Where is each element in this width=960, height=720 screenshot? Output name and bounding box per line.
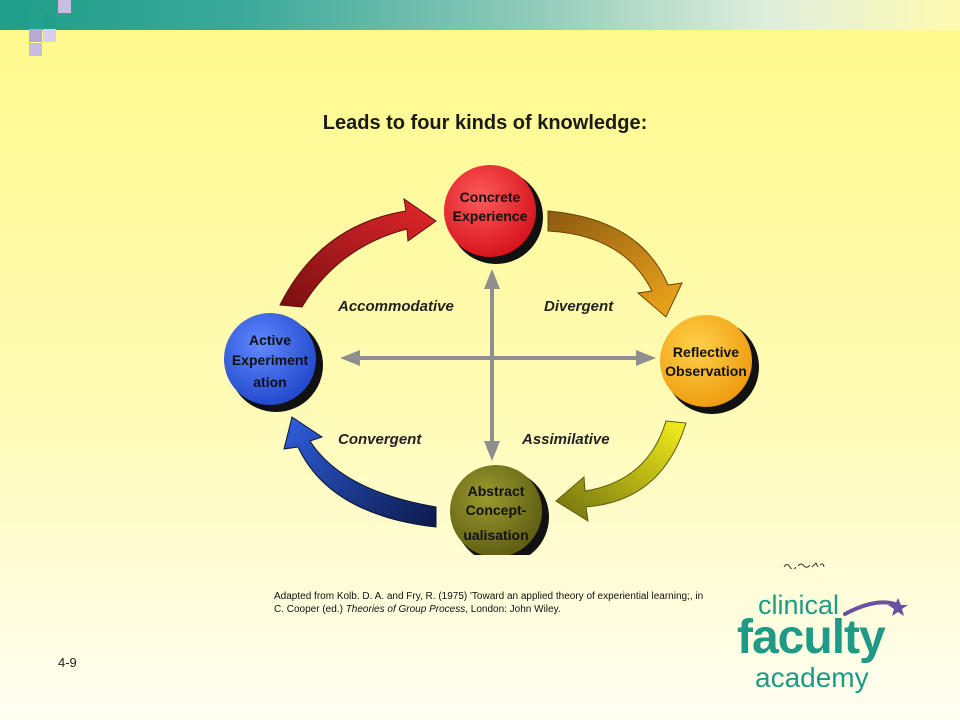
label-convergent: Convergent [338,431,422,448]
svg-text:Concept-: Concept- [466,502,527,518]
stage-abstract-conceptualisation: Abstract Concept- ualisation [450,465,549,555]
logo-swoosh-icon [843,598,908,616]
cycle-arrow-abstract-to-active [283,416,437,528]
header-square [29,29,42,42]
svg-text:Reflective: Reflective [673,344,739,360]
header-band [0,0,960,30]
label-accommodative: Accommodative [337,298,454,315]
page-number: 4-9 [58,655,77,670]
label-assimilative: Assimilative [521,431,610,448]
header-square [14,14,27,27]
stage-concrete-experience: Concrete Experience [444,165,543,264]
stage-reflective-observation: Reflective Observation [660,315,759,414]
cycle-arrow-active-to-concrete [279,197,437,308]
header-square [58,0,71,13]
slide-title: Leads to four kinds of knowledge: [322,112,648,134]
svg-text:Experiment: Experiment [232,352,309,368]
cycle-arrow-reflective-to-abstract [555,420,687,522]
svg-text:ation: ation [253,374,286,390]
svg-text:Observation: Observation [665,363,747,379]
citation: Adapted from Kolb. D. A. and Fry, R. (19… [274,591,704,615]
svg-text:Concrete: Concrete [460,189,521,205]
label-divergent: Divergent [544,298,614,315]
stage-active-experimentation: Active Experiment ation [224,313,323,412]
header-square [29,43,42,56]
header-square [43,29,56,42]
kolb-cycle-diagram: Accommodative Divergent Convergent Assim… [224,165,759,555]
cycle-arrow-concrete-to-reflective [547,210,683,318]
svg-text:Experience: Experience [453,208,528,224]
signature-mark [783,562,825,569]
svg-text:Active: Active [249,332,291,348]
svg-text:ualisation: ualisation [463,527,528,543]
svg-text:Abstract: Abstract [468,483,525,499]
clinical-faculty-academy-logo: clinical faculty academy [735,590,910,695]
central-axes [340,269,656,461]
header-square [43,14,56,27]
